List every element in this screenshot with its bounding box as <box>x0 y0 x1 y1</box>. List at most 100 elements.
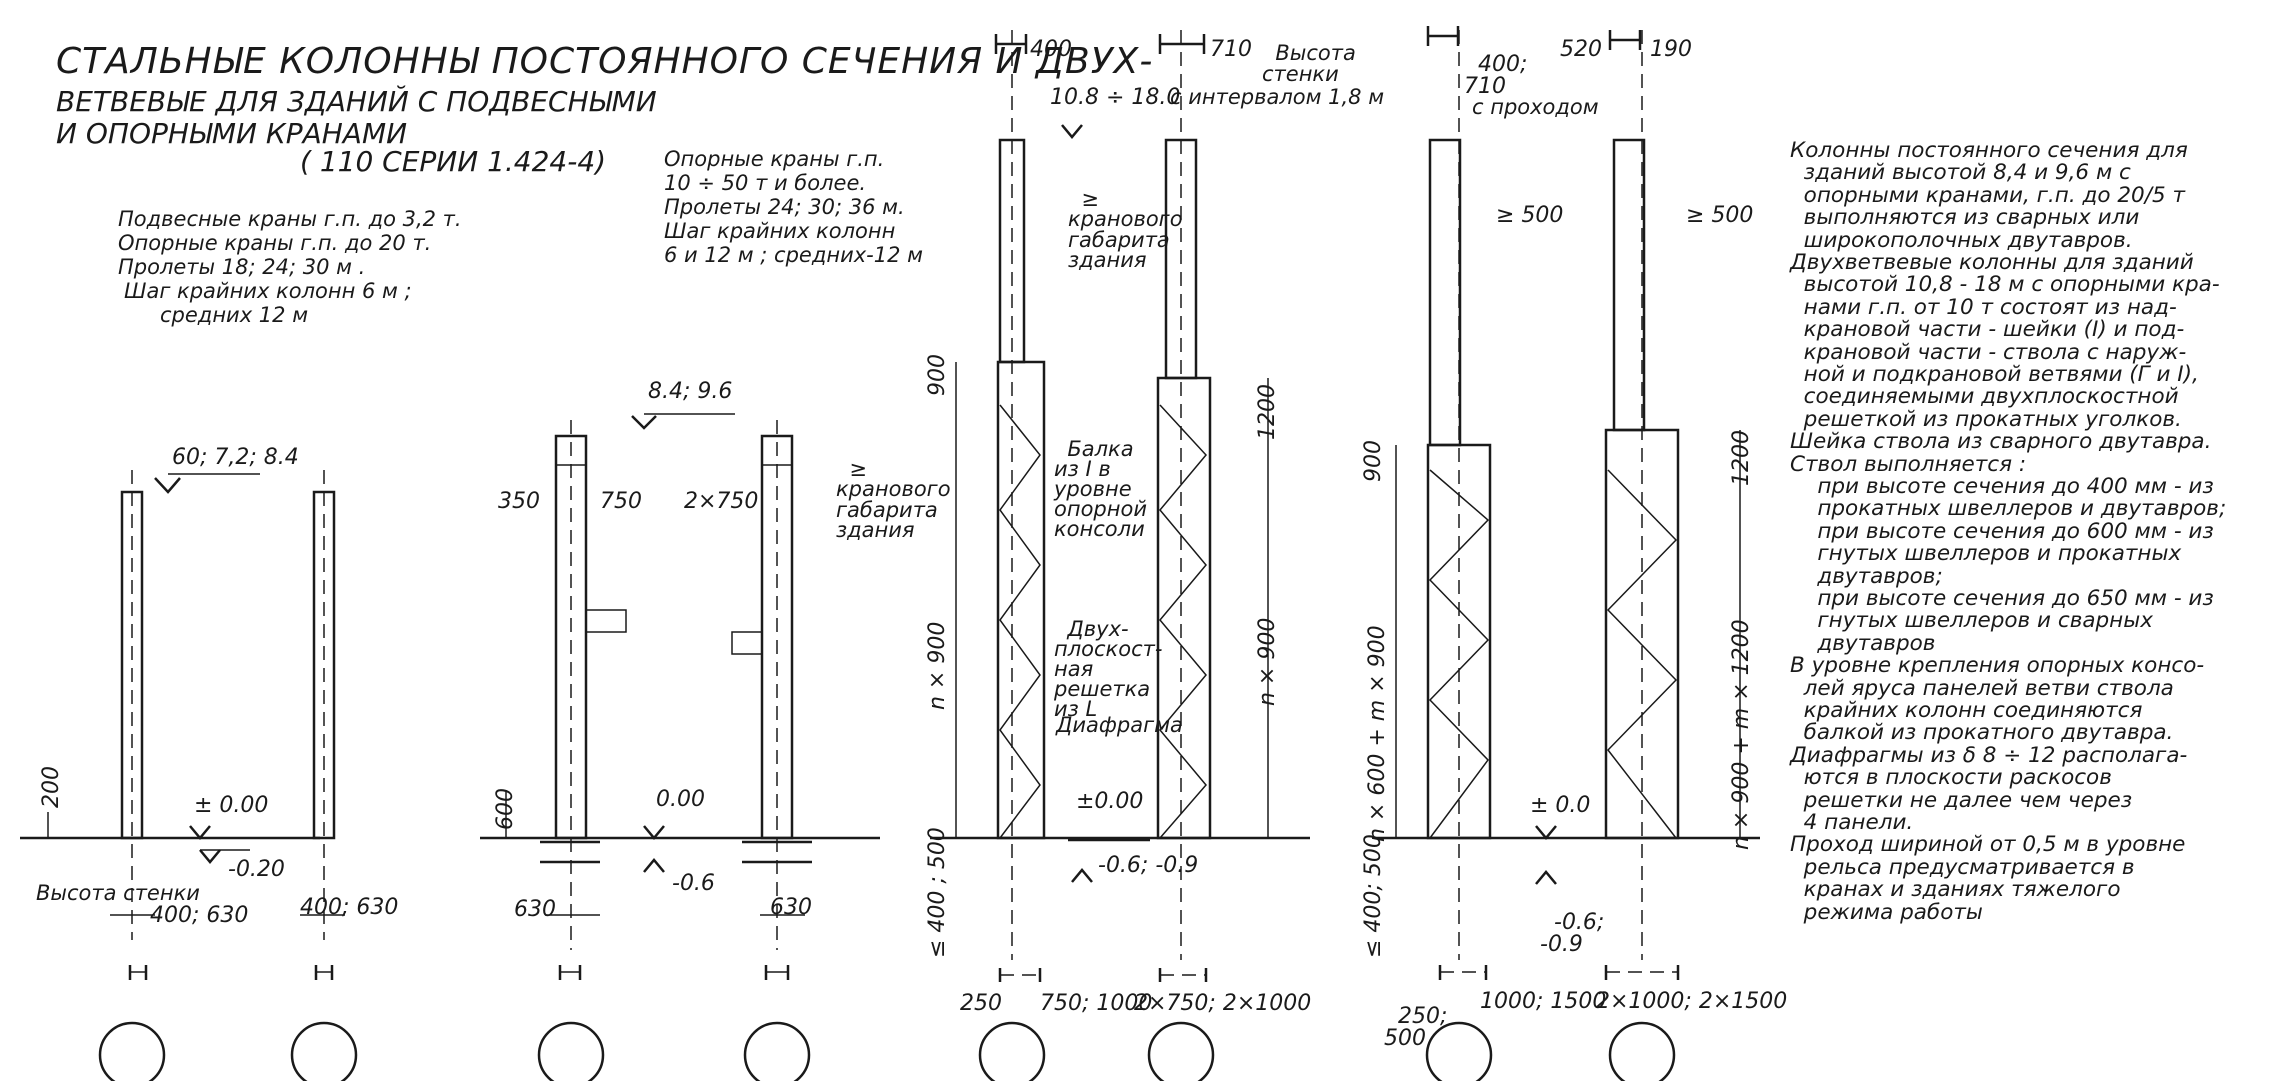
note-suspended-3: Пролеты 18; 24; 30 м . <box>118 255 366 279</box>
label-b2x750: 2×750; 2×1000 <box>1134 991 1312 1016</box>
description-line: широкополочных двутавров. <box>1790 227 2133 253</box>
column-group-1 <box>47 470 358 1081</box>
label-b2x1000: 2×1000; 2×1500 <box>1596 989 1788 1014</box>
label-1200-a: 1200 <box>1255 384 1280 440</box>
label-900-a: 900 <box>925 354 950 396</box>
label-n900-a: n × 900 <box>925 621 950 710</box>
label-710-top: 710 <box>1210 37 1252 62</box>
title-line-1: СТАЛЬНЫЕ КОЛОННЫ ПОСТОЯННОГО СЕЧЕНИЯ И Д… <box>56 41 1154 82</box>
description-line: зданий высотой 8,4 и 9,6 м с <box>1790 160 2131 186</box>
note-support-2: 10 ÷ 50 т и более. <box>664 171 867 195</box>
label-minus06: -0.6 <box>672 871 715 896</box>
label-400-630-a: 400; 630 <box>150 903 249 928</box>
note-support-5: 6 и 12 м ; средних-12 м <box>664 243 923 267</box>
label-b1000-1500: 1000; 1500 <box>1480 989 1607 1014</box>
description-line: решетки не далее чем через <box>1790 787 2133 813</box>
column-4a-neck <box>1428 138 1462 447</box>
label-350: 350 <box>498 489 540 514</box>
note-suspended-2: Опорные краны г.п. до 20 т. <box>118 231 432 255</box>
label-wall-height-1: Высота стенки <box>36 881 200 905</box>
label-n900-m1200: n × 900 + m × 1200 <box>1729 619 1754 850</box>
description-line: решеткой из прокатных уголков. <box>1790 406 2182 432</box>
description-line: выполняются из сварных или <box>1790 205 2140 231</box>
description-line: прокатных швеллеров и двутавров; <box>1790 496 2227 522</box>
label-2x750: 2×750 <box>684 489 759 514</box>
description-line: В уровне крепления опорных консо- <box>1790 653 2205 679</box>
label-0609-a: -0.6; -0.9 <box>1098 853 1199 878</box>
column-group-4 <box>1395 30 1741 1081</box>
note-suspended-4: Шаг крайних колонн 6 м ; <box>124 279 412 303</box>
label-minus020: -0.20 <box>228 857 285 882</box>
label-ge500-b: ≥ 500 <box>1686 203 1754 228</box>
description-line: лей яруса панелей ветви ствола <box>1790 675 2174 701</box>
label-passage: с проходом <box>1472 95 1599 119</box>
description-line: Шейка ствола из сварного двутавра. <box>1790 429 2212 455</box>
description-line: соединяемыми двухплоскостной <box>1790 384 2179 410</box>
label-le400-500-a: ≤ 400 ; 500 <box>925 827 950 958</box>
label-190: 190 <box>1650 37 1692 62</box>
note-support-4: Шаг крайних колонн <box>664 219 896 243</box>
label-ge500-a: ≥ 500 <box>1496 203 1564 228</box>
column-3b-shaft <box>1156 376 1212 840</box>
label-diaphragm: Диафрагма <box>1056 713 1183 737</box>
label-height-2: 8.4; 9.6 <box>648 379 733 404</box>
label-height-1: 60; 7,2; 8.4 <box>172 445 299 470</box>
label-630-b: 630 <box>770 895 812 920</box>
description-line: двутавров; <box>1790 563 1943 589</box>
note-suspended-1: Подвесные краны г.п. до 3,2 т. <box>118 207 462 231</box>
title-series: ( 110 СЕРИИ 1.424-4) <box>300 145 607 178</box>
label-400-710: 400;710 <box>1464 52 1528 99</box>
note-support-3: Пролеты 24; 30; 36 м. <box>664 195 905 219</box>
description-line: Диафрагмы из δ 8 ÷ 12 располага- <box>1790 742 2188 768</box>
description-line: гнутых швеллеров и сварных <box>1790 608 2153 634</box>
title-line-2: ВЕТВЕВЫЕ ДЛЯ ЗДАНИЙ С ПОДВЕСНЫМИ <box>56 85 657 118</box>
label-zero-1: ± 0.00 <box>194 793 269 818</box>
description-line: нами г.п. от 10 т состоят из над- <box>1790 294 2177 320</box>
title-line-3: И ОПОРНЫМИ КРАНАМИ <box>56 117 408 150</box>
description-line: режима работы <box>1790 899 1983 925</box>
label-n900-b: n × 900 <box>1255 617 1280 706</box>
description-line: крановой части - ствола с наруж- <box>1790 339 2187 365</box>
description-line: кранах и зданиях тяжелого <box>1790 877 2121 903</box>
description-line: балкой из прокатного двутавра. <box>1790 720 2174 746</box>
description-line: при высоте сечения до 400 мм - из <box>1790 474 2214 499</box>
description-line: рельса предусматривается в <box>1790 854 2135 880</box>
description-line: опорными кранами, г.п. до 20/5 т <box>1790 182 2185 208</box>
label-height-3: 10.8 ÷ 18.0 <box>1050 85 1181 110</box>
label-zero-2: 0.00 <box>656 787 705 812</box>
description-line: ются в плоскости раскосов <box>1790 765 2112 791</box>
description-line: крайних колонн соединяются <box>1790 698 2143 723</box>
label-le400-500-b: ≤ 400; 500 <box>1361 834 1386 958</box>
description-line: Проход шириной от 0,5 м в уровне <box>1790 832 2186 858</box>
column-3a-shaft <box>996 360 1046 840</box>
label-900-b: 900 <box>1361 440 1386 482</box>
note-suspended-5: средних 12 м <box>160 303 309 327</box>
label-n600-m900: n × 600 + m × 900 <box>1365 625 1390 842</box>
description-line: крановой части - шейки (I) и под- <box>1790 317 2185 343</box>
description-line: 4 панели. <box>1790 810 1914 835</box>
description-line: гнутых швеллеров и прокатных <box>1790 541 2182 567</box>
description-line: ной и подкрановой ветвями (Г и I), <box>1790 362 2199 387</box>
label-1200-b: 1200 <box>1729 430 1754 486</box>
label-400-630-b: 400; 630 <box>300 895 399 920</box>
column-4a-shaft <box>1426 443 1492 840</box>
label-600: 600 <box>493 788 518 830</box>
column-group-2 <box>505 413 812 1081</box>
label-b250: 250 <box>960 991 1002 1016</box>
description-line: при высоте сечения до 600 мм - из <box>1790 518 2214 544</box>
description-line: двутавров <box>1790 630 1936 656</box>
description-line: Ствол выполняется : <box>1790 451 2027 477</box>
note-support-1: Опорные краны г.п. <box>664 147 885 171</box>
description-line: при высоте сечения до 650 мм - из <box>1790 586 2214 611</box>
column-4b-neck <box>1612 138 1646 432</box>
label-b250-500: 250;500 <box>1384 1004 1448 1051</box>
label-0609-b: -0.6;-0.9 <box>1540 910 1605 957</box>
label-interval: с интервалом 1,8 м <box>1170 85 1385 109</box>
label-200: 200 <box>39 766 64 808</box>
label-750: 750 <box>600 489 642 514</box>
